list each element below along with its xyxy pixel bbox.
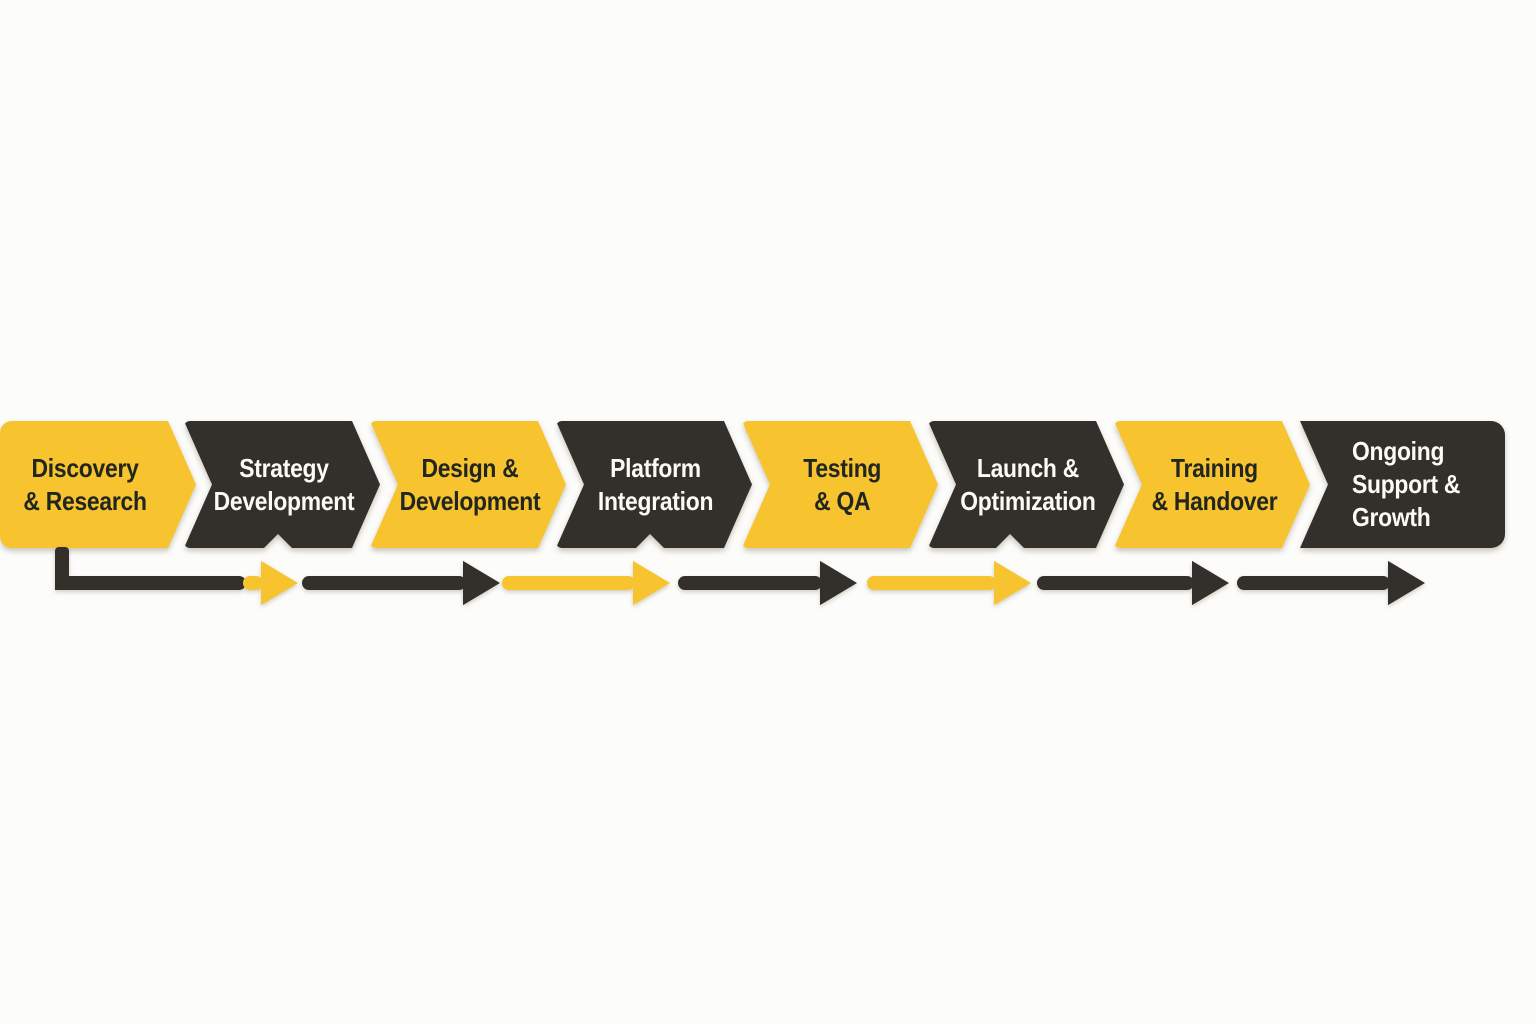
timeline-arrowhead-icon	[633, 560, 670, 606]
stage-label: Platform Integration	[598, 452, 714, 516]
chevron-shape: Launch & Optimization	[928, 421, 1124, 548]
timeline-arrow-line	[867, 576, 996, 590]
chevron-shape: Training & Handover	[1114, 421, 1310, 548]
stage-design-development: Design & Development	[370, 421, 566, 548]
timeline-arrow-line	[302, 576, 466, 590]
stage-ongoing-support-growth: Ongoing Support & Growth	[1300, 421, 1505, 548]
timeline-arrow-line	[1237, 576, 1390, 590]
stage-launch-optimization: Launch & Optimization	[928, 421, 1124, 548]
stage-label: Discovery & Research	[23, 452, 147, 516]
timeline-arrow-line	[243, 576, 263, 590]
timeline-arrow-line	[502, 576, 635, 590]
chevron-shape: Discovery & Research	[0, 421, 196, 548]
stage-discovery-research: Discovery & Research	[0, 421, 196, 548]
stage-platform-integration: Platform Integration	[556, 421, 752, 548]
chevron-shape: Platform Integration	[556, 421, 752, 548]
timeline-arrowhead-icon	[820, 560, 857, 606]
timeline-arrowhead-icon	[463, 560, 500, 606]
stage-label: Design & Development	[399, 452, 541, 516]
stage-label: Strategy Development	[213, 452, 355, 516]
chevron-shape: Design & Development	[370, 421, 566, 548]
chevron-shape: Ongoing Support & Growth	[1300, 421, 1505, 548]
timeline-arrowhead-icon	[261, 560, 298, 606]
timeline-connector-horizontal	[55, 576, 246, 590]
stage-label: Launch & Optimization	[960, 452, 1096, 516]
timeline-arrow-line	[1037, 576, 1194, 590]
stage-testing-qa: Testing & QA	[742, 421, 938, 548]
stage-label: Testing & QA	[803, 452, 881, 516]
chevron-shape: Strategy Development	[184, 421, 380, 548]
stage-label: Training & Handover	[1151, 452, 1277, 516]
timeline-arrow-line	[678, 576, 822, 590]
timeline-arrowhead-icon	[1388, 560, 1425, 606]
stage-training-handover: Training & Handover	[1114, 421, 1310, 548]
timeline-arrowhead-icon	[994, 560, 1031, 606]
chevron-shape: Testing & QA	[742, 421, 938, 548]
timeline-arrowhead-icon	[1192, 560, 1229, 606]
stage-strategy-development: Strategy Development	[184, 421, 380, 548]
stage-label: Ongoing Support & Growth	[1352, 436, 1461, 532]
